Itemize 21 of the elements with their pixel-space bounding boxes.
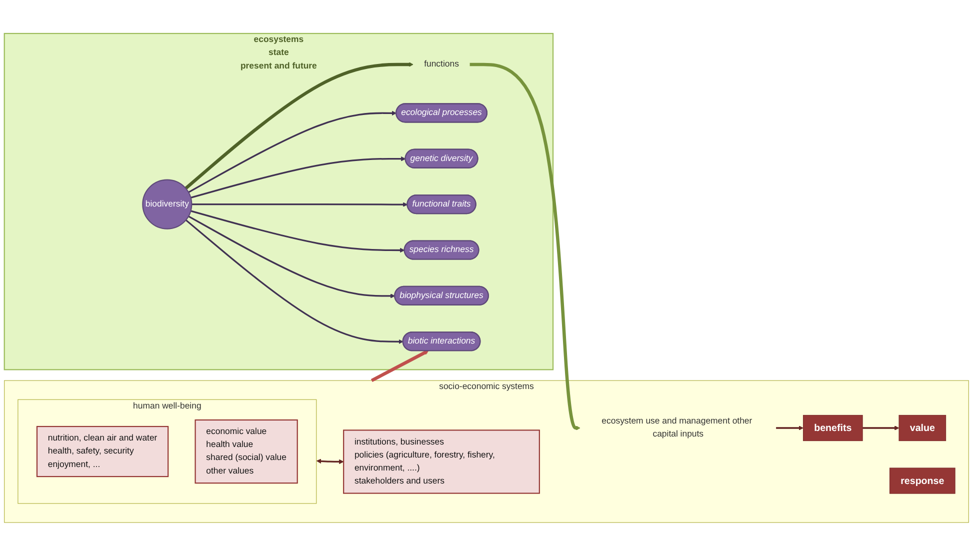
arrow bbox=[776, 426, 804, 430]
node-box: benefits bbox=[802, 414, 863, 442]
arrow bbox=[192, 202, 408, 207]
node-box: response bbox=[889, 468, 956, 494]
node-text: functions bbox=[424, 60, 459, 69]
node-box: nutrition, clean air and water health, safety, security enjoyment, ... bbox=[36, 426, 169, 478]
arrow bbox=[470, 62, 580, 430]
arrow bbox=[190, 210, 405, 253]
arrow bbox=[184, 62, 414, 190]
arrow bbox=[316, 458, 344, 464]
node-box: economic value health value shared (social) value other values bbox=[194, 419, 298, 484]
arrow bbox=[862, 426, 900, 430]
arrow bbox=[188, 216, 396, 298]
node-box: value bbox=[898, 414, 946, 442]
arrow bbox=[188, 110, 397, 194]
node-box: institutions, businesses policies (agriculture, forestry, fishery, environment, ....) stakeholders and users bbox=[343, 430, 540, 494]
arrow bbox=[190, 156, 406, 198]
arrow bbox=[370, 350, 429, 382]
arrow bbox=[185, 219, 404, 344]
node-text: ecosystem use and management other capital inputs bbox=[602, 416, 752, 439]
node-circle: biodiversity bbox=[142, 179, 192, 230]
